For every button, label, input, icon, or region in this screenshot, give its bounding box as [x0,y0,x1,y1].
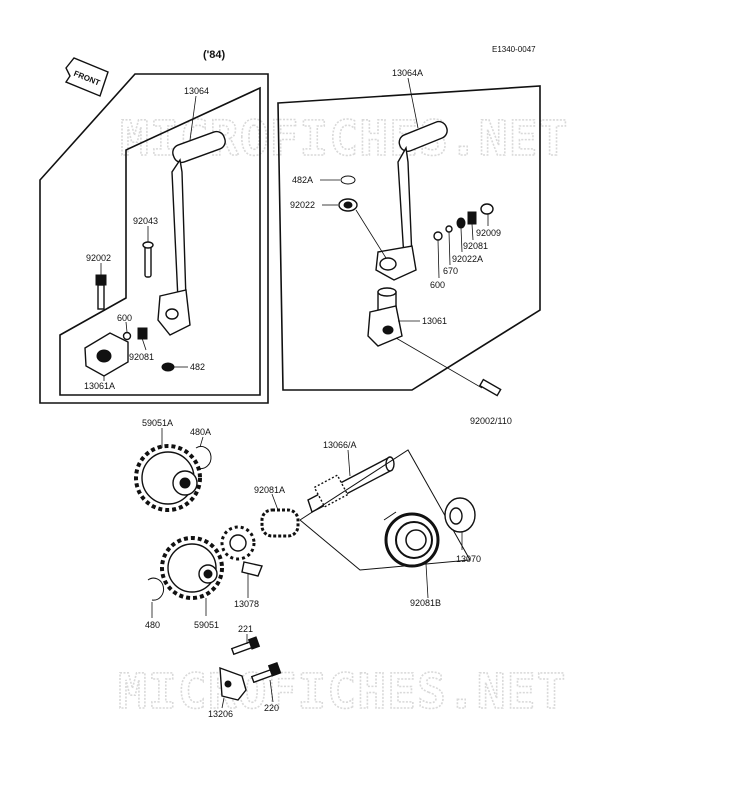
washer-92022-hole [343,201,353,209]
label-13066A: 13066/A [323,440,357,450]
label-221: 221 [238,624,253,634]
label-92002: 92002 [86,253,111,263]
label-13064: 13064 [184,86,209,96]
label-92002-110: 92002/110 [470,416,512,426]
kick-pedal-13064A [375,120,448,281]
label-92081A: 92081A [254,485,285,495]
leader-lines [100,77,489,709]
clamp-13061 [367,287,403,347]
assembly-guide-lines [299,449,471,571]
label-482A: 482A [292,175,313,185]
label-13078: 13078 [234,599,259,609]
frame-right [277,85,541,391]
label-220: 220 [264,703,279,713]
label-92081B: 92081B [410,598,441,608]
kick-pedal-13064 [157,130,226,336]
label-13206: 13206 [208,709,233,719]
label-92009: 92009 [476,228,501,238]
label-600-left: 600 [117,313,132,323]
cap-92009 [480,203,494,215]
shaft-13066A [307,456,395,514]
label-13061A: 13061A [84,381,115,391]
label-480: 480 [145,620,160,630]
spring-92081-right [467,211,477,225]
washer-92022A [456,217,466,229]
bolt-221 [230,636,261,656]
ball-600-left [122,331,132,341]
label-600-right: 600 [430,280,445,290]
variant-note: ('84) [203,49,226,61]
bolt-92002-110 [395,337,502,397]
plate-13206 [219,666,247,701]
label-13070: 13070 [456,554,481,564]
label-13061: 13061 [422,316,447,326]
frame-84-inner [59,86,261,396]
circlip-482A [340,175,356,185]
label-59051A: 59051A [142,418,173,428]
circlip-480A [195,446,212,469]
label-92022A: 92022A [452,254,483,264]
circlip-482 [161,362,175,372]
label-92022: 92022 [290,200,315,210]
label-13064A: 13064A [392,68,423,78]
ratchet-13078 [220,525,263,577]
circlip-480 [147,577,165,601]
ball-600-right [433,231,443,241]
washer-670 [445,225,453,233]
bolt-220 [250,661,282,684]
label-670: 670 [443,266,458,276]
label-92081-left: 92081 [129,352,154,362]
spring-92081-left [137,327,148,340]
front-arrow-icon: FRONT [64,57,109,97]
label-92043: 92043 [133,216,158,226]
collar-13070 [444,497,476,533]
label-482: 482 [190,362,205,372]
label-59051: 59051 [194,620,219,630]
diagram-code: E1340-0047 [492,45,536,54]
watermark-bottom: MICROFICHES.NET [118,664,566,720]
frame-84-outer [39,73,269,404]
gear-59051A [134,444,202,512]
label-92081-right: 92081 [463,241,488,251]
label-480A: 480A [190,427,211,437]
spring-92081B [383,511,440,568]
gear-59051 [160,536,224,600]
clamp-13061A [84,332,129,377]
spring-92081A [260,508,300,538]
bolt-92002 [95,274,107,310]
pin-92043 [142,241,154,278]
